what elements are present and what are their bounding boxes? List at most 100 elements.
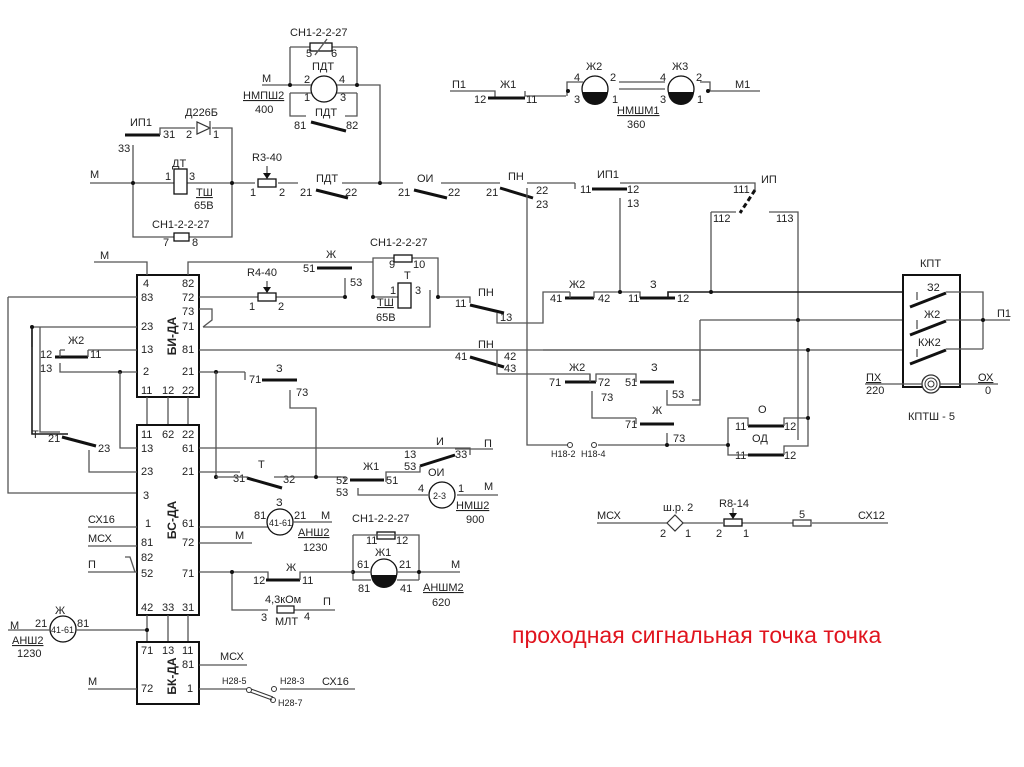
label: 73 [673, 433, 685, 445]
label: Ж [326, 249, 336, 261]
wire [469, 303, 505, 315]
label: 11 [735, 450, 746, 462]
pin-label: 22 [345, 187, 357, 199]
label: R4-40 [247, 267, 277, 279]
label: ОХ [978, 372, 994, 384]
label: 3 [143, 490, 149, 502]
wire [909, 291, 947, 366]
label: 11 [141, 429, 152, 441]
label: Н28-7 [278, 698, 303, 708]
component-box [257, 292, 277, 302]
pin-label: 22 [536, 185, 548, 197]
label: 61 [182, 518, 194, 530]
contact [738, 189, 757, 214]
label: 23 [98, 443, 110, 455]
label: МСХ [88, 533, 112, 545]
node-dot [428, 481, 456, 509]
node-dot [618, 290, 622, 294]
pin-label: 4 [574, 72, 580, 84]
label: МЛТ [275, 616, 298, 628]
label: 1230 [303, 542, 327, 554]
label: 21 [35, 618, 47, 630]
contact-label: ИП [761, 174, 777, 186]
wire [668, 92, 694, 105]
bi-da-block: БИ-ДА 4 83 23 13 2 11 82 72 73 71 81 21 … [7, 250, 798, 494]
label: 51 [303, 263, 315, 275]
wire [916, 291, 1010, 357]
component-box [723, 518, 743, 527]
label: 21 [182, 466, 194, 478]
label: СХ12 [858, 510, 885, 522]
label: 1230 [17, 648, 41, 660]
label: П [323, 596, 331, 608]
label: З2 [927, 282, 940, 294]
signal-lamps-group: П1 Ж1 12 11 Ж2 Ж3 4 2 3 1 4 2 3 1 НМШМ1 … [450, 61, 760, 131]
label: 71 [549, 377, 561, 389]
pin-label: 12 [474, 94, 486, 106]
label: 23 [141, 466, 153, 478]
fuse-icon [792, 519, 812, 527]
wire [710, 211, 799, 440]
wire [598, 350, 809, 456]
wire [262, 84, 381, 183]
label: 81 [141, 537, 153, 549]
wire [371, 575, 397, 588]
node-dot [806, 348, 810, 352]
pin-label: 21 [398, 187, 410, 199]
pin-label: 8 [192, 237, 198, 249]
label: Ж2 [569, 279, 585, 291]
component-box [397, 282, 412, 309]
label: 1 [249, 301, 255, 313]
contact-label: ПДТ [316, 173, 338, 185]
label: З [650, 279, 657, 291]
label: 13 [404, 449, 416, 461]
label: Ж [652, 405, 662, 417]
label: М [321, 510, 330, 522]
wire [249, 688, 274, 701]
node-dot [566, 89, 570, 93]
pin-label: 2 [696, 72, 702, 84]
wire [299, 571, 353, 580]
block-title: БИ-ДА [165, 316, 179, 355]
label: 10 [413, 259, 425, 271]
label: 41 [455, 351, 467, 363]
pin-label: 22 [448, 187, 460, 199]
wire [263, 173, 271, 179]
wire [31, 327, 68, 435]
pin-label: 7 [163, 237, 169, 249]
label: М [10, 620, 19, 632]
label: КПТШ - 5 [908, 411, 955, 423]
contact [310, 120, 347, 133]
label: 12 [784, 421, 796, 433]
pin-label: 2 [610, 72, 616, 84]
label: 53 [336, 487, 348, 499]
label: 1 [743, 528, 749, 540]
label: Ж2 [68, 335, 84, 347]
wire [7, 261, 798, 494]
label: 2 [660, 528, 666, 540]
diagram-caption: проходная сигнальная точка точка [512, 622, 881, 648]
label: 53 [404, 461, 416, 473]
pin-label: 1 [304, 92, 310, 104]
label: 71 [625, 419, 637, 431]
label: 5 [799, 509, 805, 521]
pin-label: 113 [776, 213, 794, 225]
label: М [484, 481, 493, 493]
dt-group: ИП1 31 Д226Б 2 1 33 М ДТ 1 3 ТШ 65В СН1-… [90, 107, 799, 446]
label: 11 [302, 575, 313, 587]
label: 43 [504, 363, 516, 375]
label: Н28-3 [280, 676, 305, 686]
bs-da-block: БС-ДА 11 13 23 3 1 81 82 52 42 62 22 61 … [32, 372, 471, 616]
label: 72 [182, 537, 194, 549]
label: Ж1 [363, 461, 379, 473]
label: 61 [357, 559, 369, 571]
pin-label: 1 [213, 129, 219, 141]
label: 51 [625, 377, 637, 389]
contact-label: ПДТ [315, 107, 337, 119]
node-dot [378, 181, 382, 185]
label: 12 [784, 450, 796, 462]
pin-label: 31 [163, 129, 175, 141]
label: 73 [601, 392, 613, 404]
label: 13 [162, 645, 174, 657]
wire [59, 349, 137, 357]
